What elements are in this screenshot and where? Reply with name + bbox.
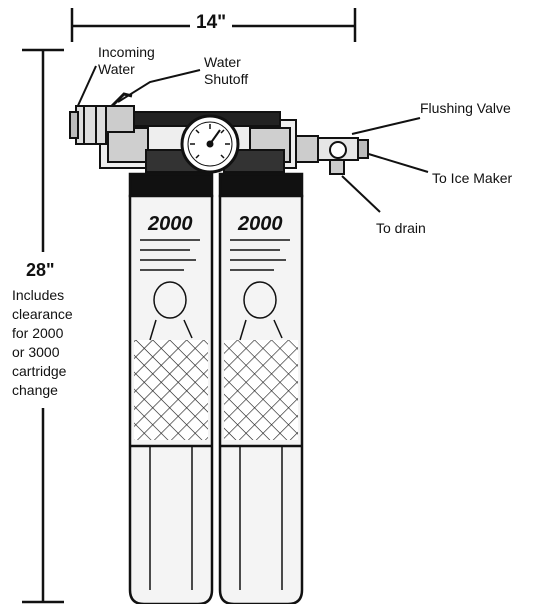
clearance-note-line-4: or 3000 bbox=[12, 344, 60, 360]
incoming-water-label-line-1: Incoming bbox=[98, 44, 155, 60]
cartridge-left-label: 2000 bbox=[147, 213, 193, 235]
height-dimension-line bbox=[22, 48, 64, 604]
to-drain-label: To drain bbox=[376, 220, 426, 236]
filter-cartridge-left bbox=[128, 172, 214, 604]
clearance-note: Includes clearance for 2000 or 3000 cart… bbox=[12, 286, 73, 400]
filter-cartridge-right bbox=[218, 172, 304, 604]
water-shutoff-valve bbox=[105, 92, 135, 133]
height-dimension-label: 28" bbox=[26, 260, 55, 281]
pressure-gauge bbox=[180, 114, 240, 174]
clearance-note-line-3: for 2000 bbox=[12, 325, 64, 341]
water-shutoff-label-line-1: Water bbox=[204, 54, 241, 70]
cartridge-right-label: 2000 bbox=[237, 213, 283, 235]
to-ice-maker-label: To Ice Maker bbox=[432, 170, 513, 186]
clearance-note-line-1: Includes bbox=[12, 287, 65, 303]
incoming-water-fitting bbox=[69, 105, 107, 145]
clearance-note-line-6: change bbox=[12, 382, 58, 398]
width-dimension-label: 14" bbox=[190, 12, 233, 34]
incoming-water-label: Incoming Water bbox=[98, 44, 155, 78]
water-shutoff-label: Water Shutoff bbox=[204, 54, 248, 88]
incoming-water-label-line-2: Water bbox=[98, 61, 135, 77]
flushing-valve-label: Flushing Valve bbox=[420, 100, 511, 116]
clearance-note-line-2: clearance bbox=[12, 306, 73, 322]
water-shutoff-label-line-2: Shutoff bbox=[204, 71, 249, 87]
clearance-note-line-5: cartridge bbox=[12, 363, 67, 379]
flushing-valve-assembly bbox=[295, 135, 369, 175]
